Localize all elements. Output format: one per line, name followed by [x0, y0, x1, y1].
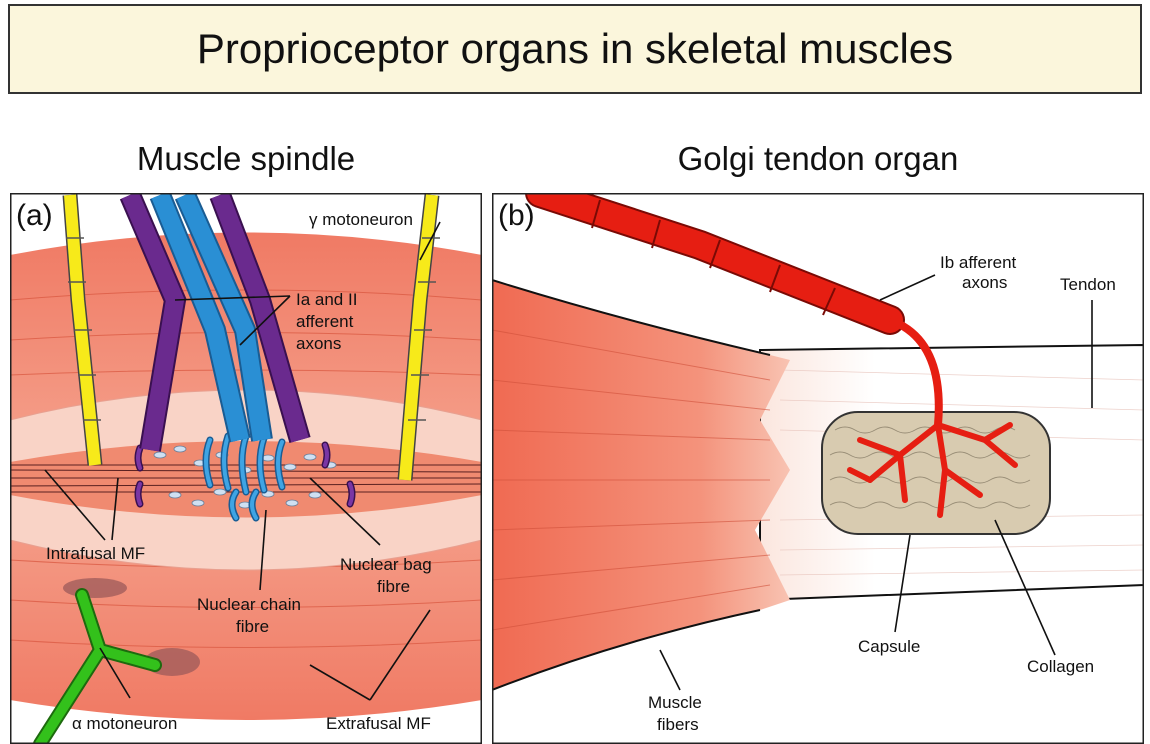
ib-afferent-label-line1: Ib afferent — [940, 253, 1017, 272]
alpha-motoneuron-label: α motoneuron — [72, 714, 177, 733]
tendon-label: Tendon — [1060, 275, 1116, 294]
gamma-motoneuron-label: γ motoneuron — [309, 210, 413, 229]
panel-a — [10, 193, 482, 744]
muscle-fibers-label-line2: fibers — [657, 715, 699, 734]
nuclear-chain-label-line2: fibre — [236, 617, 269, 636]
nuclear-chain-label-line1: Nuclear chain — [197, 595, 301, 614]
afferent-label-line3: axons — [296, 334, 341, 353]
afferent-label-line1: Ia and II — [296, 290, 357, 309]
panel-a-tag: (a) — [16, 199, 53, 232]
afferent-label-line2: afferent — [296, 312, 354, 331]
extrafusal-label: Extrafusal MF — [326, 714, 431, 733]
muscle-fibers-label-line1: Muscle — [648, 693, 702, 712]
collagen-label: Collagen — [1027, 657, 1094, 676]
capsule-label: Capsule — [858, 637, 920, 656]
panel-b-tag: (b) — [498, 199, 535, 232]
ib-afferent-label-line2: axons — [962, 273, 1007, 292]
intrafusal-label: Intrafusal MF — [46, 544, 145, 563]
nuclear-bag-label-line1: Nuclear bag — [340, 555, 432, 574]
nuclear-bag-label-line2: fibre — [377, 577, 410, 596]
